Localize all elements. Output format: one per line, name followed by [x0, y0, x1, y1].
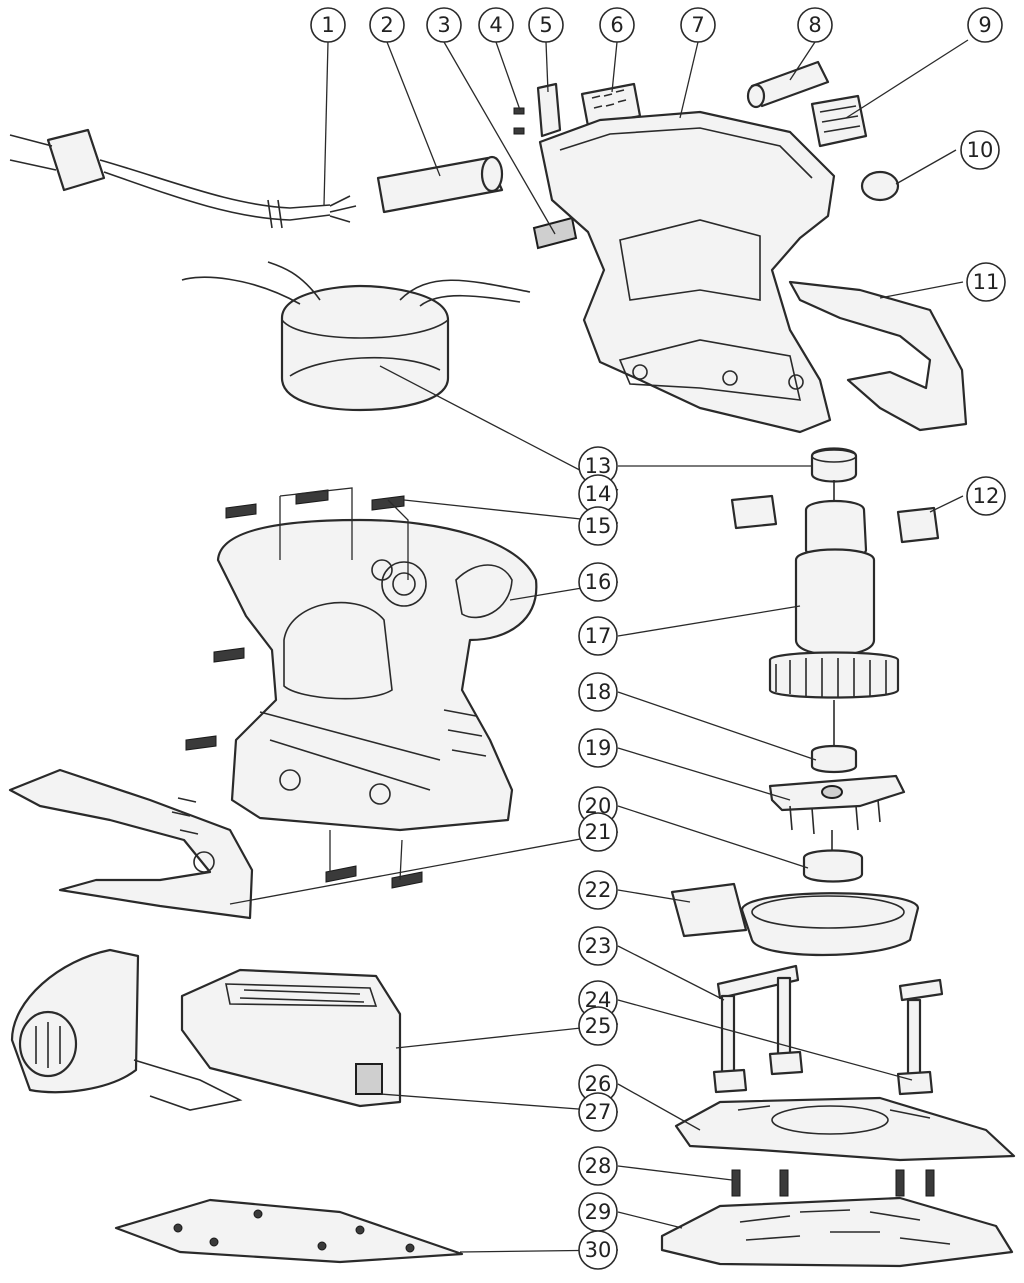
svg-text:7: 7	[691, 13, 704, 37]
housing-half-right	[538, 110, 836, 434]
svg-text:5: 5	[539, 13, 552, 37]
callout-28: 28	[578, 1146, 618, 1186]
callout-29: 29	[578, 1192, 618, 1232]
svg-text:23: 23	[585, 934, 612, 958]
svg-text:2: 2	[380, 13, 393, 37]
svg-text:3: 3	[437, 13, 450, 37]
sanding-base	[674, 1096, 1016, 1162]
callout-11: 11	[966, 262, 1006, 302]
svg-text:16: 16	[585, 570, 612, 594]
callout-27: 27	[578, 1092, 618, 1132]
callout-13: 13	[578, 446, 618, 486]
svg-text:10: 10	[967, 138, 994, 162]
svg-text:4: 4	[489, 13, 502, 37]
callout-17: 17	[578, 616, 618, 656]
svg-text:12: 12	[973, 484, 1000, 508]
housing-half-left	[216, 518, 538, 832]
housing-screws	[185, 489, 405, 751]
callout-25: 25	[578, 1006, 618, 1046]
callout-10: 10	[960, 130, 1000, 170]
svg-text:15: 15	[585, 514, 612, 538]
svg-text:6: 6	[610, 13, 623, 37]
callout-6: 6	[599, 7, 635, 43]
callout-7: 7	[680, 7, 716, 43]
svg-text:29: 29	[585, 1200, 612, 1224]
callout-22: 22	[578, 870, 618, 910]
callout-12: 12	[966, 476, 1006, 516]
svg-text:26: 26	[585, 1072, 612, 1096]
top-bearing	[810, 447, 858, 483]
svg-text:19: 19	[585, 736, 612, 760]
base-screws	[731, 1169, 935, 1197]
support-columns	[712, 964, 944, 1096]
dust-shroud	[670, 882, 920, 957]
front-cover	[8, 768, 423, 920]
svg-text:14: 14	[585, 482, 612, 506]
cord-sleeve	[376, 155, 504, 214]
callout-19: 19	[578, 728, 618, 768]
callout-8: 8	[797, 7, 833, 43]
counterweight	[802, 830, 864, 883]
end-cap	[860, 170, 900, 202]
callout-18: 18	[578, 672, 618, 712]
svg-text:27: 27	[585, 1100, 612, 1124]
svg-text:1: 1	[321, 13, 334, 37]
callout-5: 5	[528, 7, 564, 43]
svg-text:22: 22	[585, 878, 612, 902]
dust-box	[180, 968, 402, 1108]
callout-9: 9	[967, 7, 1003, 43]
sanding-sheet	[114, 1198, 464, 1264]
carbon-brushes	[730, 494, 940, 544]
callout-14: 14	[578, 474, 618, 514]
capacitor	[746, 60, 830, 109]
fan	[768, 774, 906, 835]
svg-text:28: 28	[585, 1154, 612, 1178]
field-coil	[181, 261, 531, 412]
svg-text:13: 13	[585, 454, 612, 478]
armature	[768, 480, 900, 752]
cord-clamp	[513, 82, 562, 138]
callout-16: 16	[578, 562, 618, 602]
callout-26: 26	[578, 1064, 618, 1104]
callout-21: 21	[578, 812, 618, 852]
callout-3: 3	[426, 7, 462, 43]
callout-4: 4	[478, 7, 514, 43]
svg-text:18: 18	[585, 680, 612, 704]
svg-text:8: 8	[808, 13, 821, 37]
side-cover	[788, 280, 968, 432]
callout-23: 23	[578, 926, 618, 966]
callout-2: 2	[369, 7, 405, 43]
callout-30: 30	[578, 1230, 618, 1270]
svg-text:25: 25	[585, 1014, 612, 1038]
terminal-strip	[810, 94, 868, 148]
callout-1: 1	[310, 7, 346, 43]
svg-text:11: 11	[973, 270, 1000, 294]
svg-text:17: 17	[585, 624, 612, 648]
lower-bearing	[810, 744, 858, 774]
dust-filter-cap	[10, 948, 243, 1111]
sanding-pad	[660, 1196, 1014, 1268]
power-cord	[9, 128, 357, 229]
callout-15: 15	[578, 506, 618, 546]
leader-lines	[229, 39, 969, 1253]
svg-text:21: 21	[585, 820, 612, 844]
svg-text:9: 9	[978, 13, 991, 37]
svg-text:30: 30	[585, 1238, 612, 1262]
